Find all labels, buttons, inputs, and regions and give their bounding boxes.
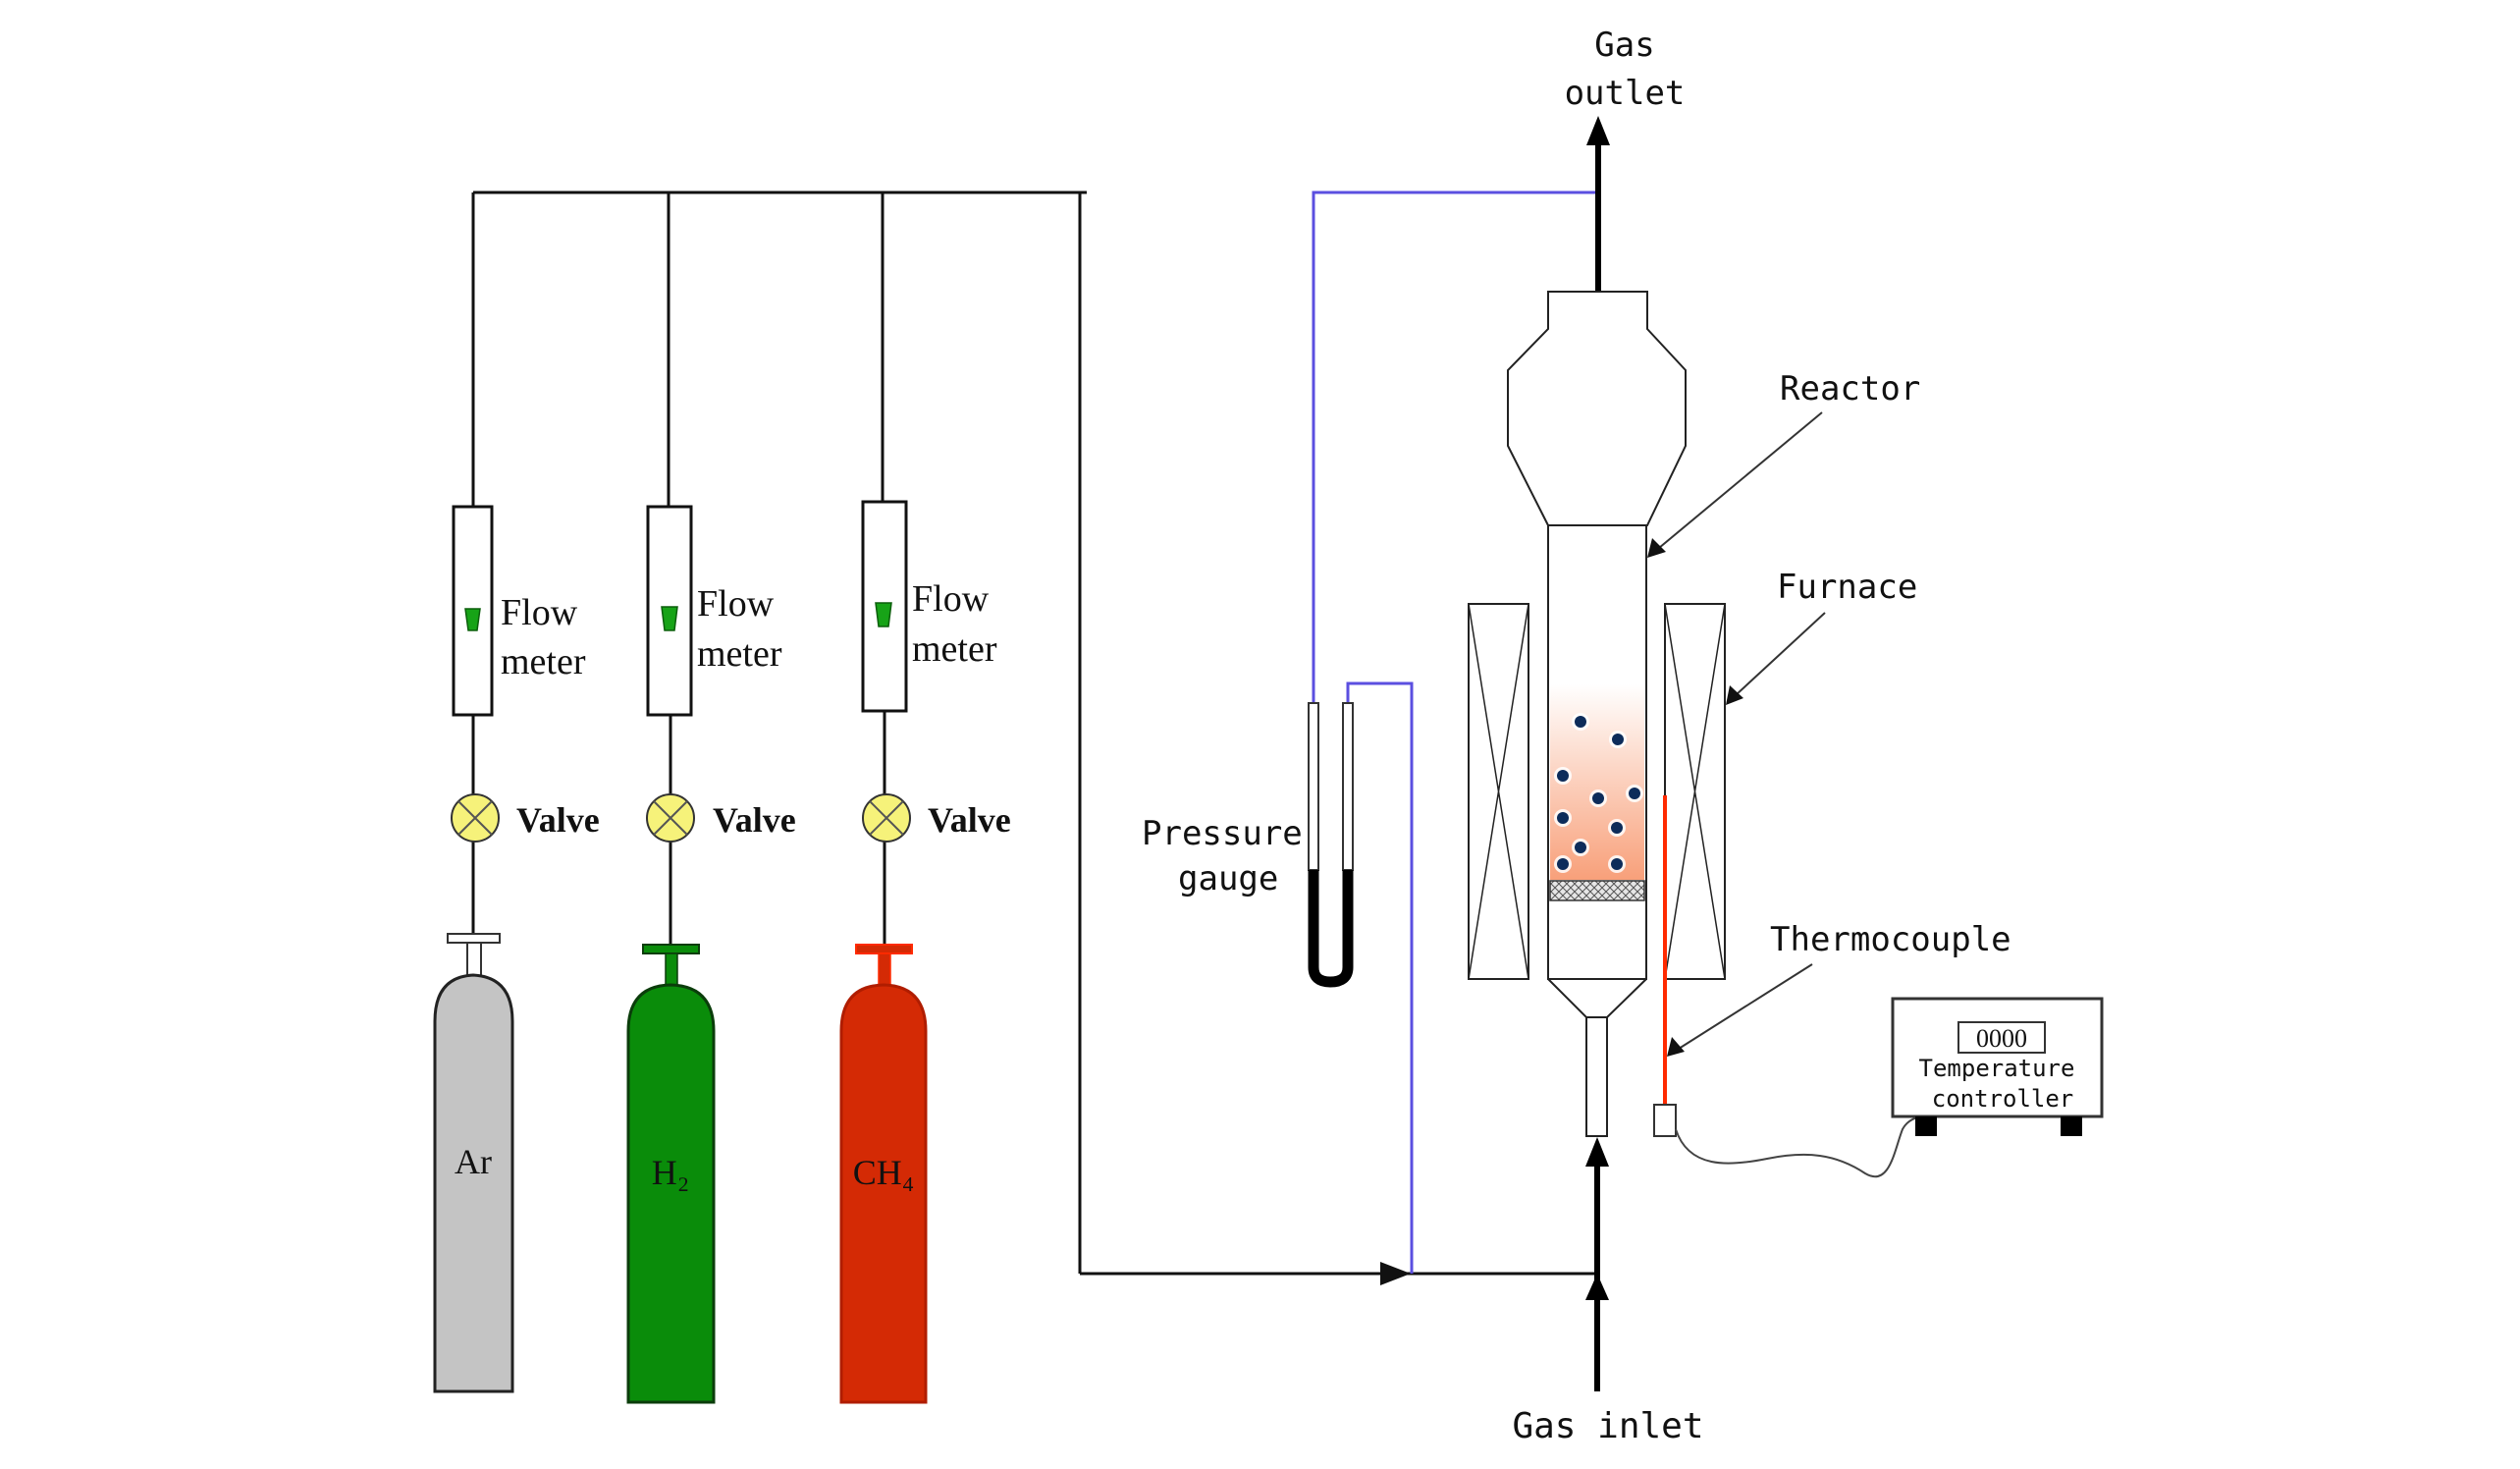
h2-cylinder [626,983,716,1404]
reactor-leader-arrow-icon [1647,538,1666,558]
reactor-cone [1547,978,1647,1018]
bed-particle [1592,792,1604,804]
pressure-line-inlet [1346,681,1414,1274]
ch4-cylinder-neck [878,952,891,988]
controller-display [1957,1021,2046,1054]
ch4-flow-meter-float-icon [875,602,892,627]
h2-flow-meter-label-1: Flow [697,583,775,625]
gas-manifold [473,190,1597,1285]
furnace-leader [1735,612,1826,696]
furnace-left-cross [1468,603,1529,980]
valve-cross-icon [457,800,493,836]
h2-cylinder-cap [642,944,700,954]
h2-valve[interactable] [646,793,695,843]
pressure-lines [1312,190,1597,1274]
valve-cross-icon [653,800,688,836]
controller-foot-right [2061,1116,2082,1136]
controller-foot-left [1915,1116,1937,1136]
ar-cylinder-cap [447,933,501,944]
gas-outlet: Gas outlet [1565,26,1686,292]
ch4-cylinder [839,983,928,1404]
bed-particle [1611,822,1623,834]
outlet-arrow-icon [1586,116,1610,145]
controller-box [1891,997,2104,1118]
pressure-gauge-label-2: gauge [1178,859,1278,898]
bed-particles [1554,713,1643,873]
ar-valve-label: Valve [516,800,600,840]
reactor-disengagement-section [1507,291,1687,526]
feed-arrow-icon [1380,1262,1411,1285]
ch4-valve[interactable] [862,793,911,843]
bed-particle [1612,734,1624,745]
thermocouple-leader-arrow-icon [1667,1037,1685,1057]
h2-flow-meter-float-icon [661,606,678,631]
controller-label-2: controller [1932,1085,2074,1113]
bed-particle [1575,842,1586,853]
ch4-cylinder-label: CH₄ [853,1153,915,1192]
h2-cylinder-neck [665,952,678,988]
gas-line-ar: Flow meter Valve Ar [433,192,600,1393]
manometer-right-tube [1342,702,1354,871]
furnace-left-element [1468,603,1529,980]
controller-display-value: 0000 [1976,1024,2027,1053]
gas-line-ch4: Flow meter Valve CH₄ [839,192,1011,1404]
thermocouple-label: Thermocouple [1770,920,2011,959]
bed-particle [1611,858,1623,870]
ar-flow-meter-float-icon [464,608,481,631]
h2-flow-meter-label-2: meter [697,633,782,675]
pressure-gauge-label-1: Pressure [1142,814,1303,853]
ar-flow-meter-label-1: Flow [501,592,578,633]
manometer-liquid [1308,870,1354,988]
bed-particle [1557,858,1569,870]
ar-cylinder [433,973,514,1393]
gas-inlet-label: Gas inlet [1512,1406,1703,1446]
bed-particle [1557,812,1569,824]
furnace-leader-arrow-icon [1726,685,1743,705]
temperature-controller: 0000 Temperature controller [1891,997,2104,1136]
gas-line-h2: Flow meter Valve H₂ [626,192,796,1404]
controller-label-1: Temperature [1919,1055,2075,1082]
furnace [1468,603,1726,980]
manometer-left-tube [1308,702,1319,871]
thermocouple-wire [1675,1115,1940,1177]
h2-cylinder-label: H₂ [652,1153,690,1192]
furnace-right-cross [1664,603,1726,980]
distributor-plate [1549,880,1645,901]
reactor-leader [1658,411,1823,549]
pressure-line-outlet [1312,190,1597,703]
valve-cross-icon [869,800,904,836]
ch4-cylinder-cap [855,944,913,954]
ch4-flow-meter-label-1: Flow [912,578,990,620]
ar-cylinder-label: Ar [455,1142,492,1181]
gas-inlet: Gas inlet [1512,1137,1704,1446]
reactor [1507,291,1687,1137]
ch4-flow-meter-label-2: meter [912,628,997,670]
inlet-arrow-icon [1585,1137,1609,1167]
ar-flow-meter-label-2: meter [501,641,586,682]
callouts: Reactor Furnace Thermocouple [1647,369,2011,1057]
thermocouple [1653,795,1940,1177]
bed-particle [1629,788,1640,799]
reactor-inlet-tube [1585,1016,1608,1137]
ar-valve[interactable] [451,793,500,843]
furnace-right-element [1664,603,1726,980]
h2-valve-label: Valve [713,800,796,840]
gas-outlet-label-2: outlet [1565,74,1686,113]
pressure-gauge: Pressure gauge [1142,702,1354,988]
ch4-valve-label: Valve [928,800,1011,840]
thermocouple-head [1653,1104,1677,1137]
inlet-arrow-lower-icon [1585,1274,1609,1300]
reactor-label: Reactor [1780,369,1920,408]
bed-particle [1557,770,1569,782]
bed-particle [1575,716,1586,728]
gas-outlet-label-1: Gas [1594,26,1654,65]
thermocouple-leader [1678,963,1813,1050]
furnace-label: Furnace [1777,568,1917,607]
